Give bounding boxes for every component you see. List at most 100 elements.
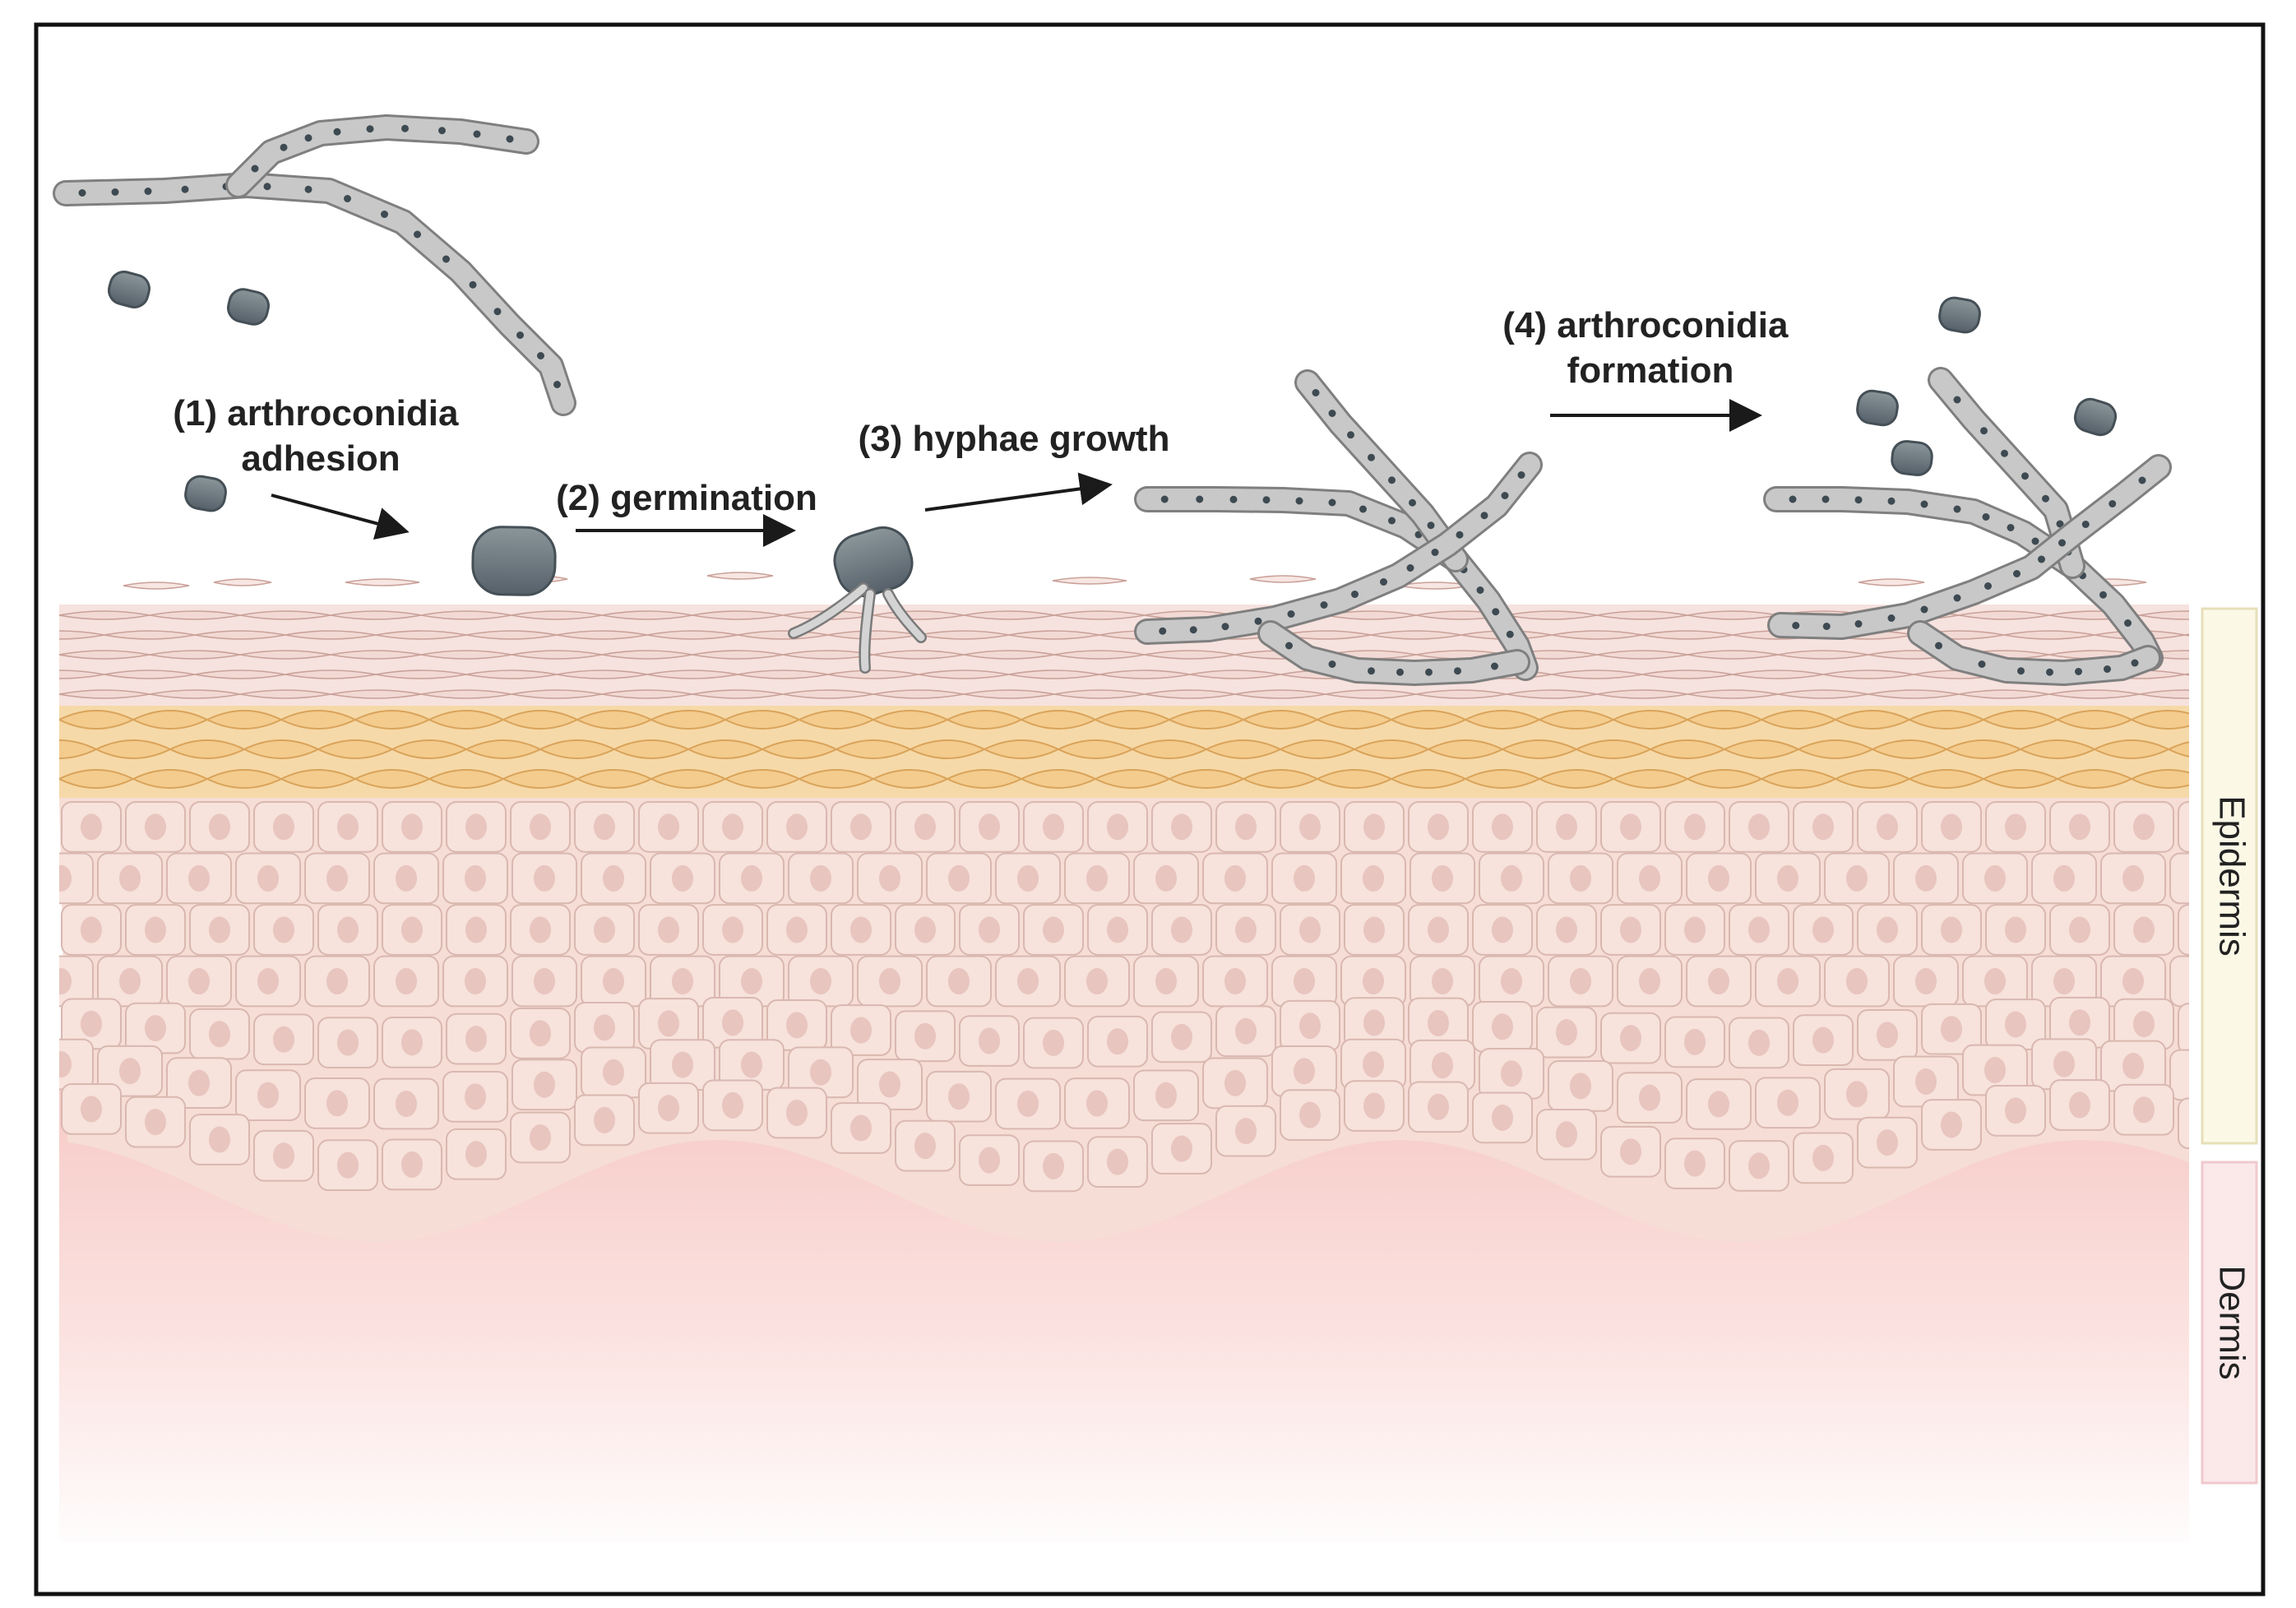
cell-nucleus [786, 1012, 808, 1039]
cell-nucleus [81, 916, 102, 943]
cell-nucleus [465, 968, 486, 995]
cell-nucleus [465, 916, 487, 943]
cell-nucleus [722, 916, 743, 943]
cell-nucleus [1812, 1144, 1834, 1171]
cell-nucleus [2053, 1050, 2075, 1077]
cell-nucleus [1428, 813, 1449, 841]
cell-nucleus [530, 1124, 551, 1151]
cell-nucleus [1294, 1058, 1315, 1085]
cell-nucleus [1363, 968, 1384, 995]
cell-nucleus [1846, 1081, 1868, 1108]
cell-nucleus [1708, 1091, 1729, 1118]
skin-flake [1858, 578, 1925, 586]
cell-nucleus [914, 916, 936, 943]
cell-nucleus [1684, 916, 1706, 943]
cell-nucleus [1086, 864, 1108, 892]
cell-nucleus [810, 968, 831, 995]
cell-nucleus [119, 1058, 141, 1085]
keratinocyte-cell [59, 1038, 94, 1091]
cell-nucleus [1155, 864, 1177, 892]
cell-nucleus [2005, 1097, 2026, 1124]
cell-nucleus [1684, 1150, 1706, 1177]
cell-nucleus [145, 1109, 166, 1136]
cell-nucleus [1017, 968, 1039, 995]
cell-nucleus [914, 1133, 936, 1160]
keratinocyte-cell [2169, 1049, 2189, 1101]
cell-nucleus [81, 1096, 102, 1123]
cell-nucleus [1556, 813, 1577, 841]
cell-nucleus [534, 864, 555, 892]
cell-nucleus [786, 1100, 808, 1127]
cell-nucleus [1235, 1118, 1257, 1145]
cell-nucleus [465, 813, 487, 841]
cell-nucleus [594, 813, 615, 841]
cell-nucleus [1620, 813, 1641, 841]
cell-nucleus [1107, 1028, 1128, 1055]
cell-nucleus [81, 813, 102, 841]
cell-nucleus [1941, 813, 1962, 841]
cell-nucleus [850, 916, 872, 943]
corneocyte [2139, 610, 2189, 620]
cell-nucleus [530, 916, 551, 943]
cell-nucleus [1043, 1029, 1064, 1056]
cell-nucleus [188, 1069, 210, 1096]
cell-nucleus [879, 864, 900, 892]
germinating-arthroconidium [833, 526, 914, 598]
cell-nucleus [1235, 1017, 1257, 1045]
dermis-label: Dermis [2211, 1265, 2252, 1379]
cell-nucleus [1492, 1104, 1513, 1131]
cell-nucleus [1155, 1082, 1177, 1109]
cell-nucleus [59, 1051, 72, 1078]
cell-nucleus [603, 968, 624, 995]
cell-nucleus [1086, 968, 1108, 995]
cell-nucleus [209, 1126, 230, 1153]
cell-nucleus [2069, 916, 2090, 943]
cell-nucleus [273, 813, 294, 841]
cell-nucleus [979, 916, 1000, 943]
cell-nucleus [465, 1083, 486, 1110]
cell-nucleus [1294, 864, 1315, 892]
cell-nucleus [1941, 1111, 1962, 1138]
arthroconidium [227, 288, 270, 326]
cell-nucleus [530, 1020, 551, 1047]
cell-nucleus [1363, 813, 1385, 841]
fungal-structures [53, 114, 2172, 686]
cell-nucleus [273, 1026, 294, 1053]
skin-flake [213, 578, 272, 586]
cell-nucleus [1299, 813, 1321, 841]
cell-nucleus [1684, 813, 1706, 841]
cell-nucleus [257, 1082, 279, 1109]
cell-nucleus [1171, 1023, 1192, 1050]
cell-nucleus [1708, 864, 1729, 892]
cell-nucleus [2005, 813, 2026, 841]
arrow-step-1 [271, 494, 410, 540]
cell-nucleus [1570, 1073, 1591, 1100]
cell-nucleus [1777, 1089, 1798, 1116]
cell-nucleus [741, 1051, 762, 1078]
cell-nucleus [1235, 916, 1257, 943]
cell-nucleus [257, 968, 279, 995]
cell-nucleus [786, 813, 808, 841]
cell-nucleus [396, 1091, 417, 1118]
cell-nucleus [658, 813, 679, 841]
process-arrows [271, 399, 1762, 547]
cell-nucleus [59, 968, 72, 995]
cell-nucleus [1748, 813, 1770, 841]
cell-nucleus [2133, 1011, 2155, 1038]
cell-nucleus [722, 813, 743, 841]
cell-nucleus [1363, 1009, 1385, 1036]
cell-nucleus [1492, 1013, 1513, 1040]
cell-nucleus [1639, 968, 1660, 995]
step-1-label: (1) arthroconidia adhesion [173, 393, 468, 479]
cell-nucleus [1984, 864, 2006, 892]
cell-nucleus [948, 864, 970, 892]
step-4-label: (4) arthroconidia formation [1502, 305, 1798, 391]
cell-nucleus [879, 968, 900, 995]
corneocyte [2139, 650, 2189, 660]
cell-nucleus [145, 916, 166, 943]
cell-nucleus [1620, 916, 1641, 943]
hypha-growth-right [1134, 452, 1543, 645]
cell-nucleus [465, 1141, 487, 1168]
cell-nucleus [465, 1026, 487, 1053]
